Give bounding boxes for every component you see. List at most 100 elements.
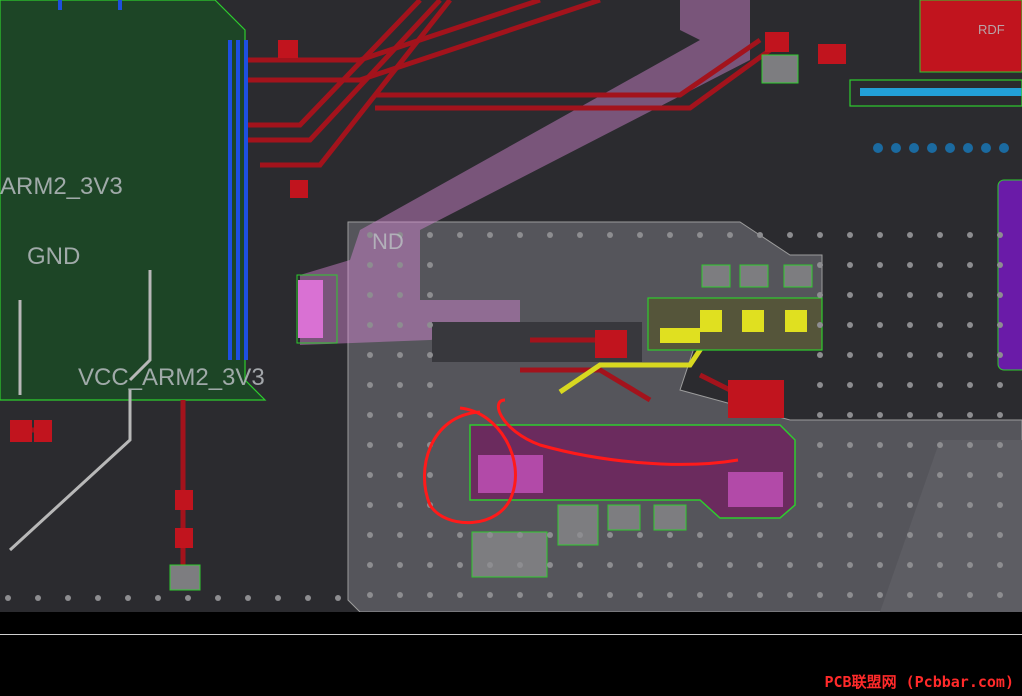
via[interactable] xyxy=(907,532,913,538)
component-pads-u1[interactable] xyxy=(298,280,323,338)
via[interactable] xyxy=(397,322,403,328)
via[interactable] xyxy=(877,322,883,328)
pad-large-left[interactable] xyxy=(478,455,543,493)
component-bodies-gray[interactable] xyxy=(169,54,813,591)
via[interactable] xyxy=(547,562,553,568)
via[interactable] xyxy=(697,592,703,598)
via[interactable] xyxy=(487,592,493,598)
via[interactable] xyxy=(847,412,853,418)
via[interactable] xyxy=(577,532,583,538)
via[interactable] xyxy=(397,562,403,568)
via[interactable] xyxy=(937,562,943,568)
via[interactable] xyxy=(787,592,793,598)
via[interactable] xyxy=(877,412,883,418)
via[interactable] xyxy=(967,592,973,598)
via[interactable] xyxy=(397,502,403,508)
via[interactable] xyxy=(185,595,191,601)
via[interactable] xyxy=(997,232,1003,238)
via[interactable] xyxy=(367,592,373,598)
via[interactable] xyxy=(967,352,973,358)
via[interactable] xyxy=(275,595,281,601)
via[interactable] xyxy=(547,532,553,538)
via[interactable] xyxy=(847,322,853,328)
via[interactable] xyxy=(125,595,131,601)
via[interactable] xyxy=(967,262,973,268)
copper-pour-arm2-3v3[interactable] xyxy=(0,0,267,401)
via[interactable] xyxy=(817,472,823,478)
via[interactable] xyxy=(967,502,973,508)
via[interactable] xyxy=(907,472,913,478)
via[interactable] xyxy=(577,592,583,598)
via[interactable] xyxy=(997,382,1003,388)
via[interactable] xyxy=(907,322,913,328)
via[interactable] xyxy=(547,232,553,238)
via[interactable] xyxy=(817,382,823,388)
via[interactable] xyxy=(397,292,403,298)
via[interactable] xyxy=(757,562,763,568)
via[interactable] xyxy=(397,352,403,358)
component-pads-red[interactable] xyxy=(10,0,1022,548)
via[interactable] xyxy=(457,232,463,238)
via[interactable] xyxy=(997,352,1003,358)
via[interactable] xyxy=(937,472,943,478)
via-row-blue[interactable] xyxy=(873,143,1009,153)
via[interactable] xyxy=(667,232,673,238)
via[interactable] xyxy=(397,382,403,388)
via[interactable] xyxy=(877,292,883,298)
via[interactable] xyxy=(427,262,433,268)
via[interactable] xyxy=(997,592,1003,598)
via[interactable] xyxy=(877,472,883,478)
via[interactable] xyxy=(517,232,523,238)
via[interactable] xyxy=(367,412,373,418)
via[interactable] xyxy=(397,262,403,268)
via[interactable] xyxy=(367,352,373,358)
via[interactable] xyxy=(607,232,613,238)
via[interactable] xyxy=(667,562,673,568)
via[interactable] xyxy=(907,382,913,388)
via[interactable] xyxy=(937,592,943,598)
via[interactable] xyxy=(937,262,943,268)
via[interactable] xyxy=(607,592,613,598)
via[interactable] xyxy=(847,502,853,508)
via[interactable] xyxy=(427,472,433,478)
via[interactable] xyxy=(817,322,823,328)
via[interactable] xyxy=(817,442,823,448)
via[interactable] xyxy=(245,595,251,601)
via[interactable] xyxy=(817,562,823,568)
via[interactable] xyxy=(787,532,793,538)
via[interactable] xyxy=(847,562,853,568)
via[interactable] xyxy=(215,595,221,601)
via[interactable] xyxy=(997,562,1003,568)
via[interactable] xyxy=(547,592,553,598)
via[interactable] xyxy=(457,532,463,538)
via[interactable] xyxy=(577,562,583,568)
connector-pads-yellow[interactable] xyxy=(660,310,807,343)
via[interactable] xyxy=(817,232,823,238)
via[interactable] xyxy=(487,562,493,568)
via[interactable] xyxy=(937,502,943,508)
via[interactable] xyxy=(487,232,493,238)
via[interactable] xyxy=(427,412,433,418)
via[interactable] xyxy=(517,592,523,598)
via[interactable] xyxy=(907,592,913,598)
via[interactable] xyxy=(757,592,763,598)
via[interactable] xyxy=(367,292,373,298)
via[interactable] xyxy=(967,292,973,298)
via[interactable] xyxy=(967,472,973,478)
via[interactable] xyxy=(847,382,853,388)
via[interactable] xyxy=(907,442,913,448)
via[interactable] xyxy=(877,382,883,388)
via[interactable] xyxy=(427,292,433,298)
via[interactable] xyxy=(667,592,673,598)
via[interactable] xyxy=(727,562,733,568)
via[interactable] xyxy=(997,442,1003,448)
power-trace-pink[interactable] xyxy=(300,0,750,345)
via[interactable] xyxy=(997,292,1003,298)
via[interactable] xyxy=(847,352,853,358)
via[interactable] xyxy=(427,532,433,538)
via[interactable] xyxy=(967,442,973,448)
via[interactable] xyxy=(727,232,733,238)
via[interactable] xyxy=(727,532,733,538)
via[interactable] xyxy=(697,232,703,238)
